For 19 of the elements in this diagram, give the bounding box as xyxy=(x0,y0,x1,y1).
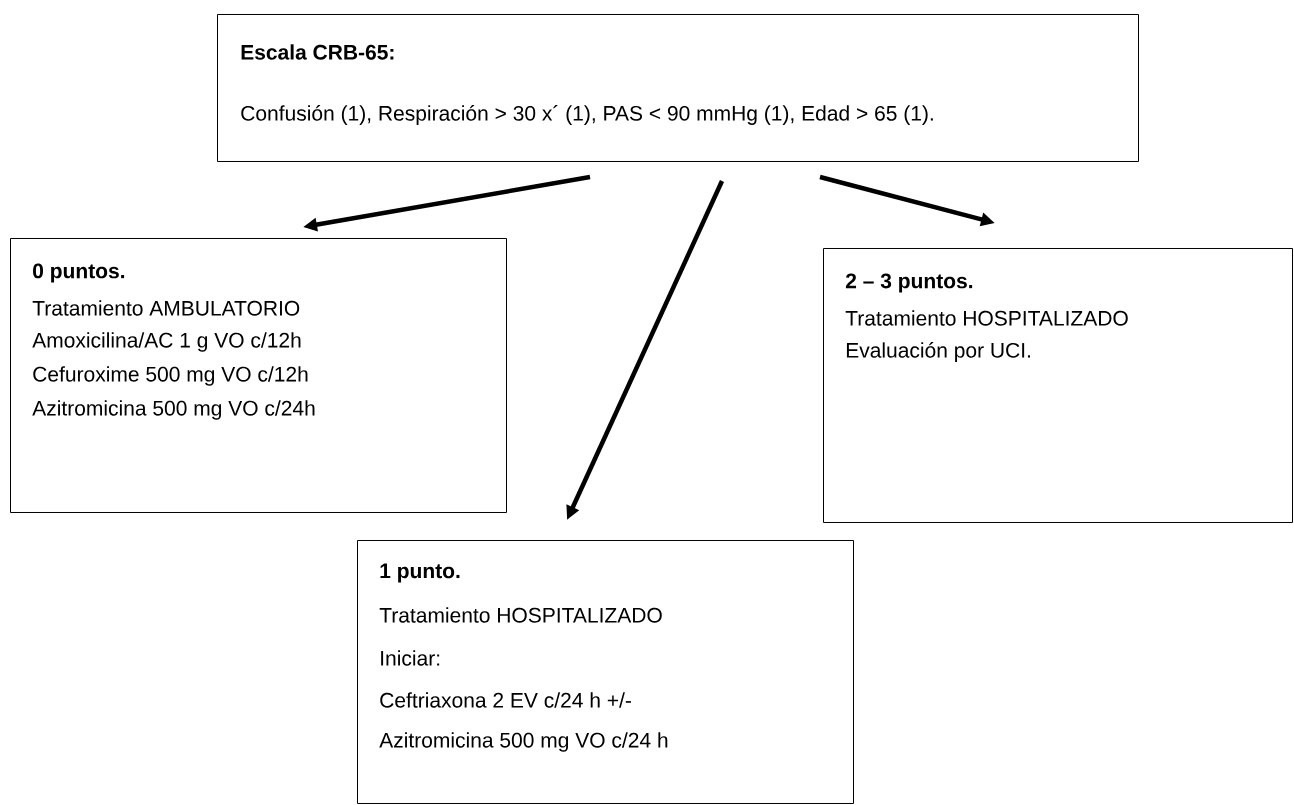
info-box xyxy=(217,14,1139,162)
box-text: Tratamiento HOSPITALIZADO xyxy=(845,310,1128,326)
box-text: Azitromicina 500 mg VO c/24h xyxy=(32,400,315,420)
box-text: Evaluación por UCI. xyxy=(846,342,1030,362)
box-text: Cefuroxime 500 mg VO c/12h xyxy=(33,366,308,386)
box-heading: 0 puntos. xyxy=(33,263,125,283)
info-box xyxy=(10,238,507,513)
box-heading: 1 punto. xyxy=(380,563,460,583)
box-heading: 2 – 3 puntos. xyxy=(845,273,973,293)
box-text: Ceftriaxona 2 EV c/24 h +/- xyxy=(380,692,631,708)
box-text: Iniciar: xyxy=(381,650,440,666)
box-text: Tratamiento AMBULATORIO xyxy=(32,300,300,316)
box-heading: Escala CRB-65: xyxy=(241,44,394,60)
info-box xyxy=(357,540,854,804)
box-text: Confusión (1), Respiración > 30 x´ (1), PAS < 90 mmHg (1), Edad > 65 (1). xyxy=(241,105,933,125)
box-text: Azitromicina 500 mg VO c/24 h xyxy=(379,732,668,752)
info-box xyxy=(823,248,1293,523)
box-text: Tratamiento HOSPITALIZADO xyxy=(379,607,662,623)
box-text: Amoxicilina/AC 1 g VO c/12h xyxy=(32,332,301,352)
